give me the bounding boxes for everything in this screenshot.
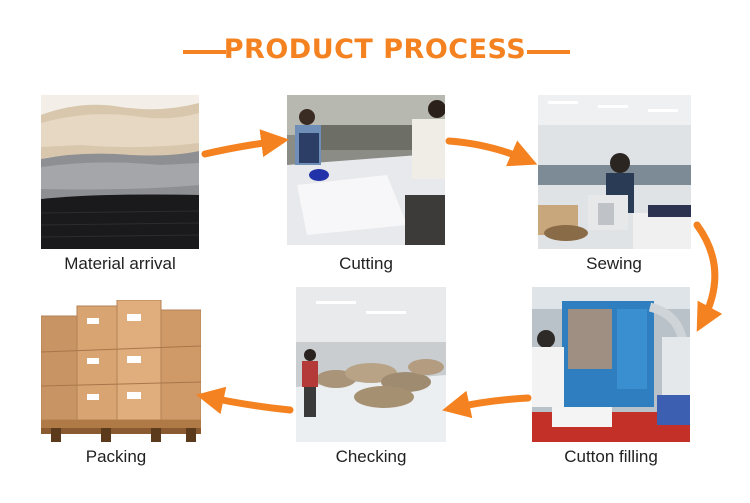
arrow-checking-to-packing: [196, 386, 294, 415]
step-label-cutting: Cutting: [339, 254, 393, 273]
material-arrival-photo: [41, 95, 199, 249]
step-label-checking: Checking: [335, 447, 407, 466]
title-bar: PRODUCT PROCESS: [0, 32, 750, 72]
step-label-sewing: Sewing: [586, 254, 642, 273]
title-dash-right: [527, 50, 570, 54]
cotton-filling-photo: [532, 287, 690, 442]
sewing-photo: [538, 95, 691, 249]
step-label-material-arrival: Material arrival: [64, 254, 176, 273]
cutting-photo: [287, 95, 445, 245]
packing-photo: [41, 300, 201, 442]
step-label-packing: Packing: [85, 447, 147, 466]
title-dash-left: [183, 50, 226, 54]
arrow-material-to-cutting: [201, 129, 290, 158]
page-title: PRODUCT PROCESS: [223, 34, 527, 65]
arrow-cutting-to-sewing: [445, 137, 538, 167]
arrow-filling-to-checking: [442, 390, 532, 419]
step-label-cotton-filling: Cutton filling: [564, 447, 658, 466]
checking-photo: [296, 287, 446, 442]
